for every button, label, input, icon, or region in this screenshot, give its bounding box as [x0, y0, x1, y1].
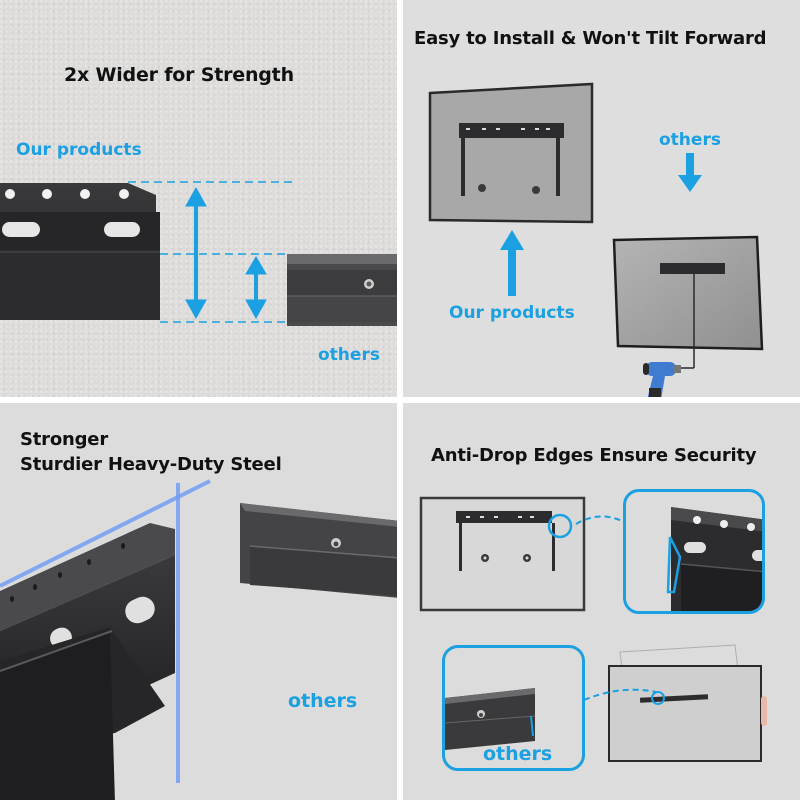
panel-title: Anti-Drop Edges Ensure Security — [431, 445, 757, 466]
our-bracket-illustration — [0, 183, 160, 320]
panel-title: Easy to Install & Won't Tilt Forward — [414, 28, 767, 49]
panel-title: Stronger Sturdier Heavy-Duty Steel — [20, 427, 282, 477]
callout-others-edge: others — [442, 645, 585, 771]
arrow-up-icon — [500, 230, 524, 296]
panel-easy-install: Easy to Install & Won't Tilt Forward Our… — [403, 0, 800, 397]
dimension-arrows — [128, 181, 292, 323]
panel-anti-drop: Anti-Drop Edges Ensure Security — [403, 403, 800, 800]
label-others: others — [659, 130, 721, 150]
label-others: others — [318, 345, 380, 365]
title-line-2: Sturdier Heavy-Duty Steel — [20, 454, 282, 475]
drill-icon — [643, 362, 681, 397]
panel-heavy-duty-steel: Stronger Sturdier Heavy-Duty Steel — [0, 403, 397, 800]
label-our-products: Our products — [16, 140, 142, 160]
tv-falling-others — [583, 644, 767, 762]
title-line-1: Stronger — [20, 429, 108, 450]
label-others: others — [483, 743, 553, 765]
our-bracket-closeup — [0, 479, 211, 800]
tv-tilted-others — [612, 235, 764, 369]
others-bracket-illustration — [287, 254, 397, 326]
callout-our-edge — [623, 489, 765, 614]
arrow-down-icon — [678, 153, 702, 192]
others-bracket-closeup — [240, 503, 397, 598]
label-others: others — [288, 690, 358, 712]
panel-title: 2x Wider for Strength — [64, 64, 294, 86]
panel-wider-strength: 2x Wider for Strength Our products — [0, 0, 397, 397]
tv-back-with-bracket — [419, 496, 625, 612]
tv-with-our-bracket — [428, 82, 594, 224]
label-our-products: Our products — [449, 303, 575, 323]
